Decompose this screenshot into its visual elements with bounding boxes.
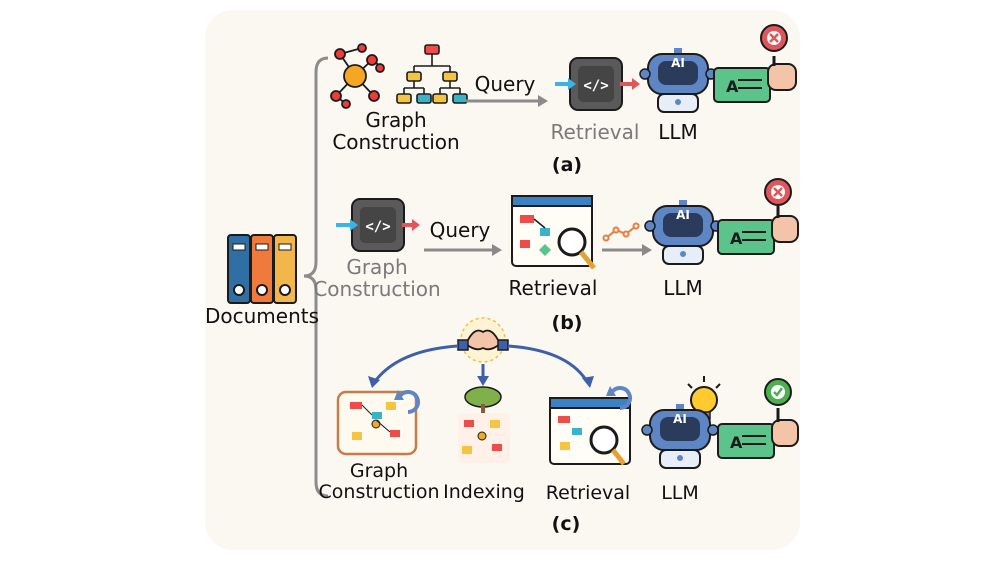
- code-chip-icon: </>: [555, 57, 640, 111]
- refresh-icon-head: [606, 386, 616, 396]
- llm-label-c: LLM: [661, 482, 699, 504]
- svg-text:</>: </>: [583, 78, 608, 94]
- success-check-badge-icon: [764, 378, 792, 406]
- branch-bracket: [303, 56, 329, 498]
- arrow-head-left: [368, 376, 380, 388]
- answer-card-icon: [717, 408, 799, 459]
- retrieval-to-llm-arrow-b: [602, 244, 652, 256]
- robot-ai-badge: AI: [676, 208, 690, 222]
- knowledge-graph-icon: [330, 43, 385, 109]
- graph-label-b: Graph: [346, 255, 408, 279]
- query-arrow-b: [424, 244, 502, 256]
- query-label-b: Query: [429, 218, 491, 242]
- caption-a: (a): [551, 154, 583, 176]
- robot-ai-badge: AI: [673, 412, 687, 426]
- construction-label-a: Construction: [332, 130, 460, 154]
- arrow-head-right: [582, 376, 594, 388]
- answer-card-icon: [717, 206, 799, 255]
- query-label-a: Query: [474, 72, 536, 96]
- refresh-icon-head: [394, 390, 404, 400]
- caption-c: (c): [551, 513, 581, 535]
- robot-llm-icon: [641, 404, 719, 469]
- graph-label-c: Graph: [349, 460, 409, 482]
- llm-label-a: LLM: [658, 120, 698, 144]
- graph-label-a: Graph: [365, 108, 427, 132]
- answer-card-icon: [713, 56, 797, 103]
- robot-ai-badge: AI: [671, 56, 685, 70]
- documents-label: Documents: [204, 304, 320, 328]
- documents-folders-icon: [227, 234, 297, 304]
- refresh-icon: [398, 390, 420, 414]
- llm-label-b: LLM: [663, 276, 703, 300]
- fail-x-badge-icon: [764, 178, 792, 206]
- robot-llm-icon: [644, 200, 722, 265]
- construction-label-b: Construction: [313, 277, 441, 301]
- retrieval-label-a: Retrieval: [550, 120, 640, 144]
- retrieval-label-c: Retrieval: [545, 482, 631, 504]
- graph-construction-box: [336, 390, 418, 456]
- query-arrow-a: [466, 95, 548, 107]
- fail-x-badge-icon: [760, 24, 788, 52]
- answer-letter-a: A: [726, 77, 739, 96]
- refresh-icon: [610, 386, 632, 410]
- trend-line-icon: [602, 222, 640, 242]
- svg-text:</>: </>: [365, 219, 390, 235]
- retrieval-label-b: Retrieval: [508, 276, 598, 300]
- answer-letter-b: A: [730, 229, 743, 248]
- retrieval-window-icon: [549, 397, 631, 466]
- collaboration-arrows: [374, 344, 588, 381]
- robot-llm-icon: [639, 48, 717, 113]
- tree-icon: [458, 386, 510, 463]
- code-chip-icon: </>: [336, 198, 420, 252]
- answer-letter-c: A: [730, 433, 743, 452]
- construction-label-c: Construction: [318, 481, 440, 503]
- handshake-icon: [457, 317, 509, 363]
- hierarchy-tree-icon: [396, 44, 468, 104]
- retrieval-window-icon: [511, 195, 596, 270]
- caption-b: (b): [551, 312, 583, 334]
- arrow-head-down: [477, 376, 489, 386]
- indexing-label-c: Indexing: [443, 481, 525, 503]
